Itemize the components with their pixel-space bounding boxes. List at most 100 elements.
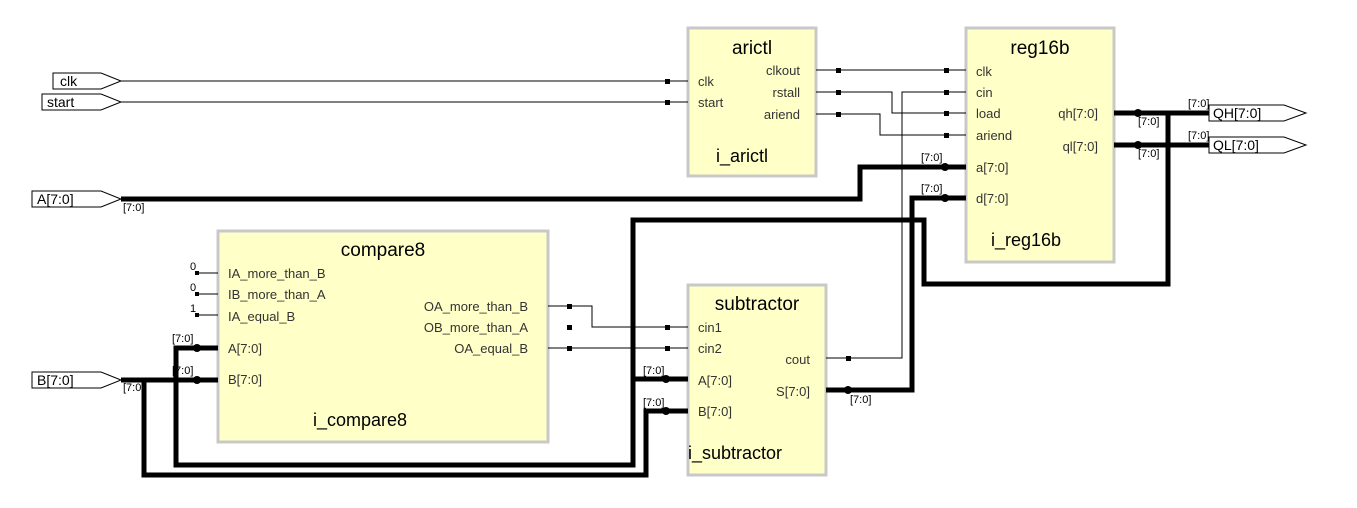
pin-dot bbox=[195, 292, 199, 296]
bus-dot bbox=[941, 163, 949, 171]
port-start-label: start bbox=[47, 94, 74, 110]
compare8-pin-b: B[7:0] bbox=[228, 372, 262, 387]
bus-dot bbox=[662, 375, 670, 383]
bus-qh-loop[interactable] bbox=[173, 113, 1171, 468]
port-b[interactable]: B[7:0] bbox=[31, 371, 123, 389]
bus-label-a-port: [7:0] bbox=[123, 202, 144, 214]
port-clk[interactable]: clk bbox=[52, 72, 123, 90]
pin-dot bbox=[567, 325, 572, 330]
subtractor-pin-cin2: cin2 bbox=[698, 341, 722, 356]
subtractor-pin-s: S[7:0] bbox=[776, 384, 810, 399]
bus-label-reg-d: [7:0] bbox=[921, 183, 942, 195]
arictl-pin-clkout: clkout bbox=[766, 63, 800, 78]
reg16b-pin-cin: cin bbox=[976, 85, 993, 100]
bus-label-cmp-a: [7:0] bbox=[172, 333, 193, 345]
compare8-pin-ia-equal: IA_equal_B bbox=[228, 309, 295, 324]
bus-sub-s[interactable] bbox=[826, 195, 966, 393]
port-qh[interactable]: QH[7:0] bbox=[1208, 104, 1308, 122]
pin-dot bbox=[567, 304, 572, 309]
const-ia-more: 0 bbox=[190, 261, 196, 273]
reg16b-pin-clk: clk bbox=[976, 64, 992, 79]
bus-dot bbox=[1134, 141, 1142, 149]
reg16b-pin-a: a[7:0] bbox=[976, 160, 1009, 175]
const-ia-equal: 1 bbox=[190, 303, 196, 315]
bus-b-to-sub[interactable] bbox=[141, 380, 688, 478]
arictl-pin-start: start bbox=[698, 95, 724, 110]
pin-dot bbox=[846, 356, 851, 361]
port-start[interactable]: start bbox=[41, 93, 123, 111]
arictl-pin-rstall: rstall bbox=[773, 85, 801, 100]
bus-dot bbox=[844, 386, 852, 394]
bus-label-sub-b: [7:0] bbox=[643, 397, 664, 409]
pin-dot bbox=[665, 100, 670, 105]
pin-dot bbox=[944, 90, 949, 95]
subtractor-pin-b: B[7:0] bbox=[698, 404, 732, 419]
bus-a-port[interactable] bbox=[121, 164, 966, 202]
compare8-pin-oa-more: OA_more_than_B bbox=[424, 299, 528, 314]
pin-dot bbox=[567, 346, 572, 351]
bus-label-sub-s: [7:0] bbox=[850, 394, 871, 406]
bus-dot bbox=[1134, 109, 1142, 117]
arictl-pin-clk: clk bbox=[698, 74, 714, 89]
reg16b-pin-ariend: ariend bbox=[976, 128, 1012, 143]
reg16b-title: reg16b bbox=[1010, 38, 1069, 59]
bus-label-ql-out: [7:0] bbox=[1188, 130, 1209, 142]
bus-label-b-port: [7:0] bbox=[123, 382, 144, 394]
compare8-title: compare8 bbox=[341, 240, 426, 261]
port-ql-label: QL[7:0] bbox=[1213, 137, 1259, 153]
bus-label-reg-a: [7:0] bbox=[921, 152, 942, 164]
pin-dot bbox=[195, 313, 199, 317]
pin-dot bbox=[195, 271, 199, 275]
port-b-label: B[7:0] bbox=[37, 372, 74, 388]
pin-dot bbox=[665, 346, 670, 351]
port-a-label: A[7:0] bbox=[37, 191, 74, 207]
pin-dot bbox=[836, 112, 841, 117]
subtractor-pin-cin1: cin1 bbox=[698, 320, 722, 335]
pin-dot bbox=[665, 325, 670, 330]
port-ql[interactable]: QL[7:0] bbox=[1208, 136, 1308, 154]
pin-dot bbox=[944, 133, 949, 138]
port-a[interactable]: A[7:0] bbox=[31, 190, 123, 208]
bus-dot bbox=[662, 407, 670, 415]
subtractor-instance: i_subtractor bbox=[688, 443, 782, 464]
const-ib-more: 0 bbox=[190, 282, 196, 294]
wire-ariend[interactable] bbox=[816, 113, 966, 136]
bus-dot bbox=[941, 194, 949, 202]
reg16b-instance: i_reg16b bbox=[991, 230, 1061, 251]
port-clk-label: clk bbox=[60, 73, 78, 89]
pin-dot bbox=[944, 68, 949, 73]
subtractor-title: subtractor bbox=[715, 294, 800, 315]
subtractor-block[interactable]: subtractor cin1 cin2 A[7:0] B[7:0] cout … bbox=[686, 283, 828, 477]
pin-dot bbox=[836, 68, 841, 73]
bus-label-ql-tap: [7:0] bbox=[1138, 148, 1159, 160]
bus-dot bbox=[193, 344, 201, 352]
bus-label-qh-tap: [7:0] bbox=[1138, 116, 1159, 128]
compare8-pin-ob-more: OB_more_than_A bbox=[424, 320, 528, 335]
reg16b-pin-ql: ql[7:0] bbox=[1063, 139, 1098, 154]
reg16b-box bbox=[964, 26, 1116, 264]
compare8-pin-a: A[7:0] bbox=[228, 341, 262, 356]
bus-label-sub-a: [7:0] bbox=[643, 365, 664, 377]
port-qh-label: QH[7:0] bbox=[1213, 105, 1261, 121]
bus-label-qh-out: [7:0] bbox=[1188, 98, 1209, 110]
compare8-instance: i_compare8 bbox=[313, 410, 407, 431]
reg16b-pin-qh: qh[7:0] bbox=[1058, 106, 1098, 121]
reg16b-pin-d: d[7:0] bbox=[976, 191, 1009, 206]
bus-label-cmp-b: [7:0] bbox=[172, 365, 193, 377]
compare8-block[interactable]: compare8 IA_more_than_B IB_more_than_A I… bbox=[216, 229, 550, 444]
subtractor-pin-a: A[7:0] bbox=[698, 373, 732, 388]
bus-dot bbox=[193, 376, 201, 384]
reg16b-pin-load: load bbox=[976, 106, 1001, 121]
compare8-pin-ia-more: IA_more_than_B bbox=[228, 266, 326, 281]
compare8-box bbox=[216, 229, 550, 444]
compare8-pin-ib-more: IB_more_than_A bbox=[228, 287, 326, 302]
wire-rstall[interactable] bbox=[816, 91, 966, 114]
arictl-pin-ariend: ariend bbox=[764, 107, 800, 122]
wire-cout-cin[interactable] bbox=[826, 91, 966, 359]
wire-oa-more[interactable] bbox=[548, 305, 688, 328]
arictl-box bbox=[686, 26, 818, 178]
compare8-pin-oa-equal: OA_equal_B bbox=[454, 341, 528, 356]
reg16b-block[interactable]: reg16b clk cin load ariend a[7:0] d[7:0]… bbox=[964, 26, 1116, 264]
arictl-block[interactable]: arictl clk start clkout rstall ariend i_… bbox=[686, 26, 818, 178]
